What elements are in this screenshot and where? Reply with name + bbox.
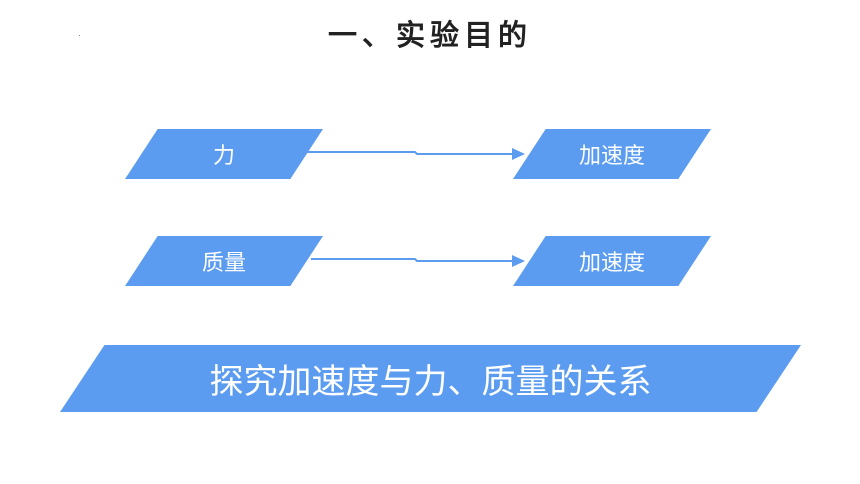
mass-to-acceleration-arrow — [311, 255, 525, 267]
acceleration-label-1: 加速度 — [578, 144, 645, 169]
acceleration-label-2: 加速度 — [578, 251, 645, 276]
force-to-acceleration-arrow — [305, 148, 525, 160]
mass-label: 质量 — [201, 251, 246, 276]
force-box: 力 — [125, 129, 323, 179]
stray-dot — [79, 35, 80, 36]
page-title: 一、实验目的 — [327, 18, 532, 52]
mass-box: 质量 — [125, 236, 323, 286]
acceleration-box-2: 加速度 — [513, 236, 711, 286]
conclusion-text: 探究加速度与力、质量的关系 — [209, 362, 652, 402]
force-label: 力 — [212, 144, 235, 169]
acceleration-box-1: 加速度 — [513, 129, 711, 179]
conclusion-banner: 探究加速度与力、质量的关系 — [60, 345, 801, 412]
